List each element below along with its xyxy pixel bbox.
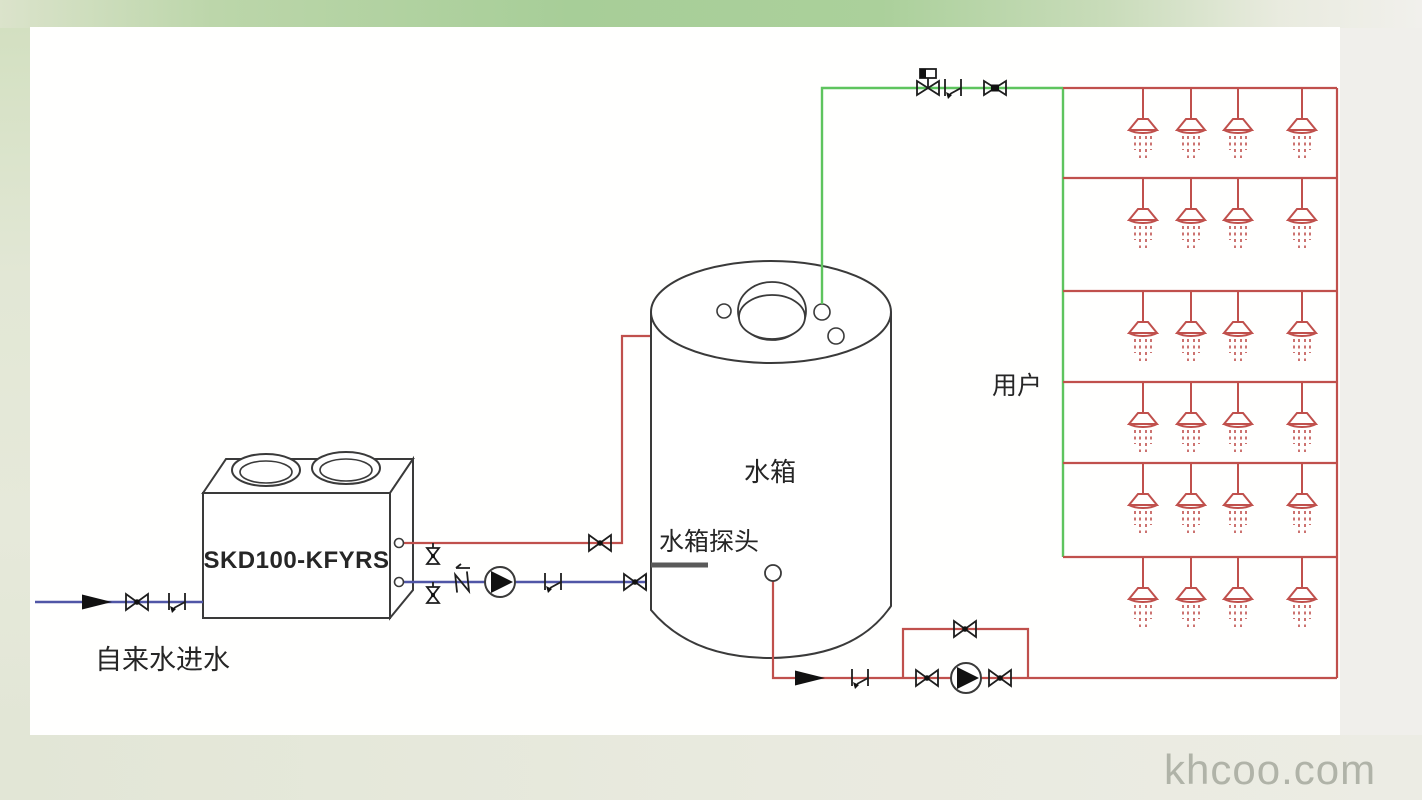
unit-model-label: SKD100-KFYRS bbox=[203, 547, 390, 574]
shower-head-icon bbox=[1176, 556, 1206, 628]
shower-head-icon bbox=[1176, 177, 1206, 249]
hot-supply-line bbox=[404, 334, 651, 565]
shower-head-icon bbox=[1223, 290, 1253, 362]
shower-head-icon bbox=[1223, 177, 1253, 249]
heat-pump-unit bbox=[201, 451, 415, 621]
tank-port bbox=[827, 327, 845, 345]
shower-head-icon bbox=[1287, 381, 1317, 453]
tap-water-inlet-line bbox=[35, 592, 203, 614]
background-left-strip bbox=[0, 28, 30, 735]
drain-valve-icon bbox=[426, 542, 440, 565]
shower-head-icon bbox=[1176, 290, 1206, 362]
tank-label: 水箱 bbox=[744, 457, 797, 487]
flow-arrow-icon bbox=[82, 594, 112, 610]
unit-outlet-port bbox=[393, 537, 405, 549]
shower-head-icon bbox=[1223, 87, 1253, 159]
heat-pump-front-face bbox=[202, 492, 391, 619]
shower-head-icon bbox=[1176, 381, 1206, 453]
shower-head-icon bbox=[1223, 462, 1253, 534]
shower-head-icon bbox=[1128, 87, 1158, 159]
user-network bbox=[1061, 86, 1339, 678]
shower-head-icon bbox=[1176, 462, 1206, 534]
fan-icon bbox=[311, 451, 381, 485]
water-tank bbox=[650, 260, 892, 660]
unit-inlet-port bbox=[393, 576, 405, 588]
shower-head-icon bbox=[1287, 556, 1317, 628]
shower-head-icon bbox=[1128, 381, 1158, 453]
shower-head-icon bbox=[1128, 556, 1158, 628]
drain-valve-icon bbox=[426, 581, 440, 604]
shower-head-icon bbox=[1128, 177, 1158, 249]
pump-icon bbox=[950, 662, 982, 694]
watermark: khcoo.com bbox=[1164, 746, 1377, 793]
background-top-strip bbox=[0, 0, 1422, 28]
shower-head-icon bbox=[1287, 290, 1317, 362]
shower-head-icon bbox=[1128, 290, 1158, 362]
flow-arrow-icon bbox=[795, 670, 825, 686]
check-valve-icon bbox=[454, 563, 471, 594]
circulation-return-line bbox=[764, 564, 1337, 694]
tank-probe-port bbox=[764, 564, 782, 582]
pump-icon bbox=[484, 566, 516, 598]
manhole-icon bbox=[737, 281, 807, 341]
tank-outlet-line bbox=[820, 68, 1063, 304]
users-label: 用户 bbox=[992, 372, 1043, 400]
shower-head-icon bbox=[1223, 381, 1253, 453]
shower-head-icon bbox=[1176, 87, 1206, 159]
shower-head-icon bbox=[1223, 556, 1253, 628]
tank-port bbox=[716, 303, 732, 319]
user-network-generated bbox=[1061, 86, 1337, 628]
background-right-strip bbox=[1340, 28, 1422, 735]
shower-head-icon bbox=[1287, 177, 1317, 249]
tank-probe-label: 水箱探头 bbox=[659, 528, 760, 556]
shower-head-icon bbox=[1128, 462, 1158, 534]
motor-valve-icon bbox=[916, 68, 940, 96]
fan-icon bbox=[231, 453, 301, 487]
cold-feed-line bbox=[404, 563, 647, 604]
background-bottom-strip bbox=[0, 735, 1422, 800]
tap-water-label: 自来水进水 bbox=[95, 645, 230, 675]
shower-head-icon bbox=[1287, 87, 1317, 159]
shower-head-icon bbox=[1287, 462, 1317, 534]
tank-port bbox=[813, 303, 831, 321]
